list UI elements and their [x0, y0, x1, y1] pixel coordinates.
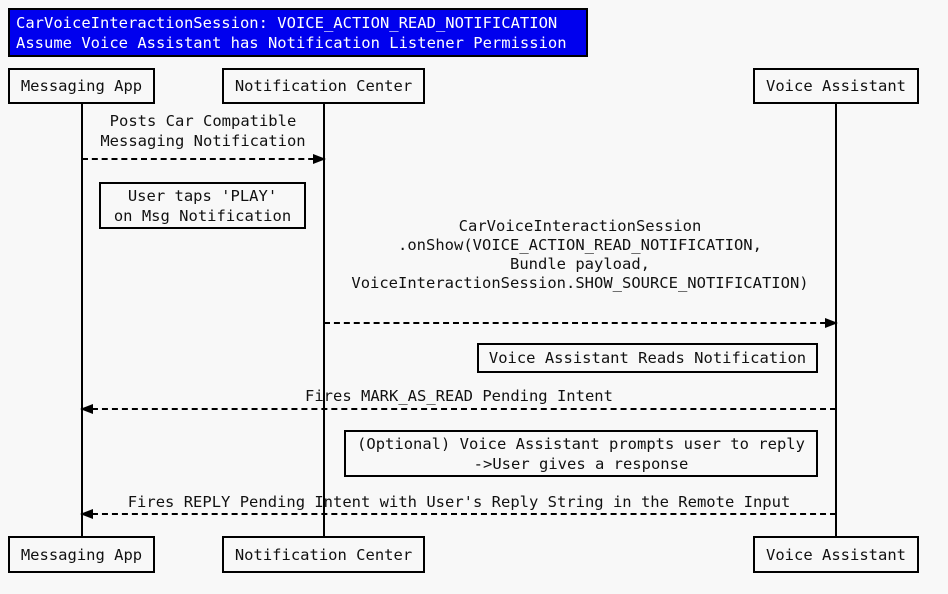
- note-user-taps-play-line-2: on Msg Notification: [113, 207, 292, 225]
- arrowhead-left-icon: [80, 509, 93, 519]
- message-mark-as-read-label: Fires MARK_AS_READ Pending Intent: [82, 387, 836, 406]
- actor-voice-assistant-top-label: Voice Assistant: [766, 77, 906, 95]
- actor-voice-assistant-bottom: Voice Assistant: [753, 536, 919, 573]
- message-on-show-line-3: Bundle payload,: [510, 255, 650, 273]
- arrowhead-left-icon: [80, 404, 93, 414]
- message-reply-arrow: [80, 509, 836, 519]
- lifeline-messaging-app: [81, 104, 83, 536]
- note-optional-prompt-line-1: (Optional) Voice Assistant prompts user …: [357, 435, 805, 453]
- message-on-show-label: CarVoiceInteractionSession .onShow(VOICE…: [324, 217, 836, 293]
- message-on-show-line-2: .onShow(VOICE_ACTION_READ_NOTIFICATION,: [398, 236, 762, 254]
- message-post-notification-arrow: [82, 154, 326, 164]
- message-reply-line-1: Fires REPLY Pending Intent with User's R…: [127, 493, 791, 511]
- arrowhead-right-icon: [825, 318, 838, 328]
- message-post-notification-line-2: Messaging Notification: [100, 132, 306, 150]
- title-line-1: CarVoiceInteractionSession: VOICE_ACTION…: [16, 14, 558, 32]
- actor-messaging-app-bottom-label: Messaging App: [20, 545, 143, 564]
- message-mark-as-read-arrow: [80, 404, 836, 414]
- actor-notification-center-top: Notification Center: [222, 68, 425, 104]
- message-on-show-line-4: VoiceInteractionSession.SHOW_SOURCE_NOTI…: [351, 274, 809, 292]
- message-post-notification-label: Posts Car Compatible Messaging Notificat…: [82, 111, 324, 151]
- note-reads-notification-line-1: Voice Assistant Reads Notification: [488, 349, 807, 367]
- actor-notification-center-bottom-label: Notification Center: [234, 545, 413, 564]
- lifeline-notification-center: [323, 104, 325, 536]
- actor-notification-center-bottom: Notification Center: [222, 536, 425, 573]
- message-mark-as-read-line-1: Fires MARK_AS_READ Pending Intent: [305, 387, 613, 405]
- message-on-show-line-1: CarVoiceInteractionSession: [458, 217, 702, 235]
- diagram-title: CarVoiceInteractionSession: VOICE_ACTION…: [8, 8, 588, 57]
- note-reads-notification: Voice Assistant Reads Notification: [477, 343, 818, 373]
- message-post-notification-line-1: Posts Car Compatible: [109, 112, 297, 130]
- message-on-show-arrow: [324, 318, 838, 328]
- arrowhead-right-icon: [313, 154, 326, 164]
- message-reply-label: Fires REPLY Pending Intent with User's R…: [82, 493, 836, 512]
- actor-voice-assistant-bottom-label: Voice Assistant: [766, 545, 906, 564]
- actor-voice-assistant-top: Voice Assistant: [753, 68, 919, 104]
- note-user-taps-play-line-1: User taps 'PLAY': [127, 187, 278, 205]
- actor-messaging-app-top: Messaging App: [8, 68, 155, 104]
- note-optional-prompt-line-2: ->User gives a response: [473, 455, 689, 473]
- actor-messaging-app-top-label: Messaging App: [20, 77, 143, 95]
- title-line-2: Assume Voice Assistant has Notification …: [16, 34, 567, 52]
- note-optional-prompt: (Optional) Voice Assistant prompts user …: [344, 430, 818, 477]
- note-user-taps-play: User taps 'PLAY' on Msg Notification: [99, 182, 306, 229]
- actor-notification-center-top-label: Notification Center: [234, 77, 413, 95]
- actor-messaging-app-bottom: Messaging App: [8, 536, 155, 573]
